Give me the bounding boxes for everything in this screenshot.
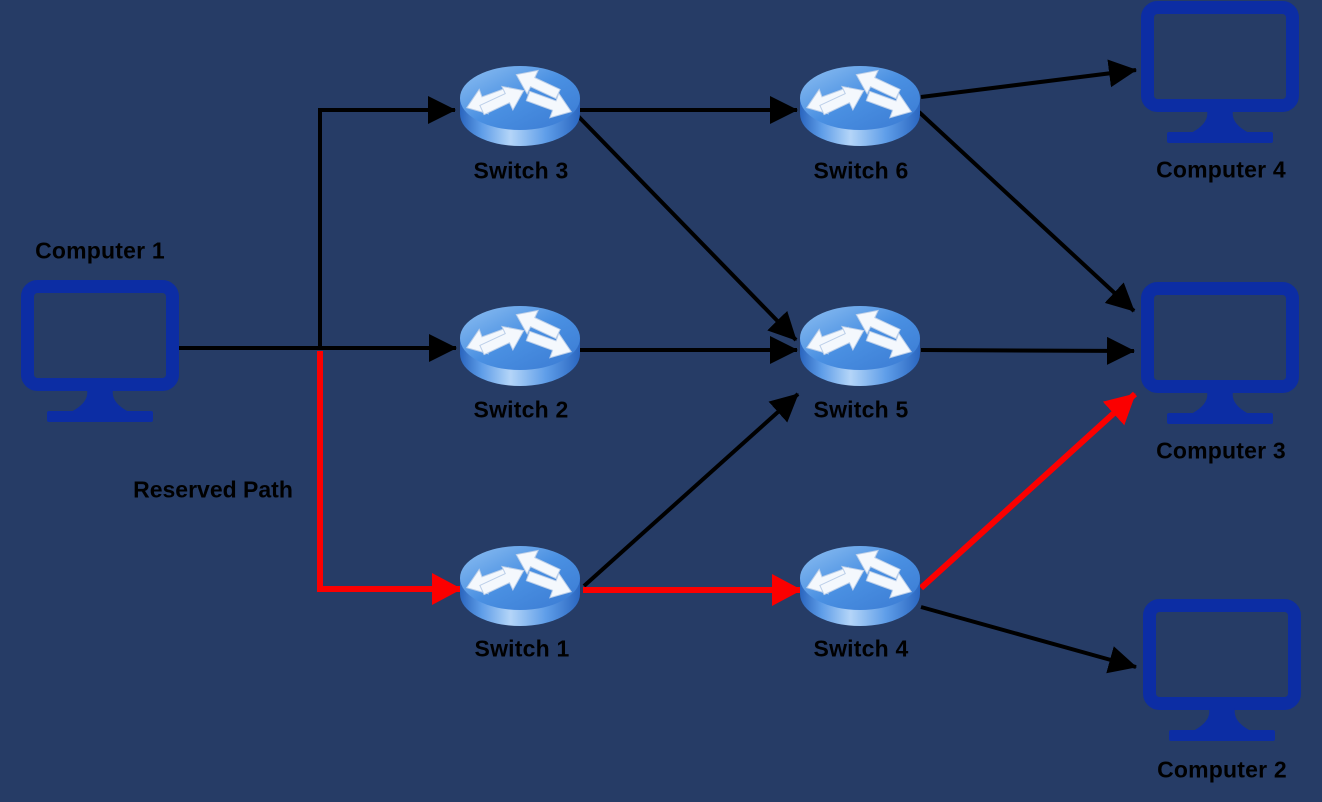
switch-6-label: Switch 6 [813, 157, 909, 184]
switch-2-icon [460, 303, 580, 386]
computer-3-label: Computer 3 [1156, 437, 1286, 464]
edge-switch-5-to-computer-3 [920, 336, 1135, 365]
edge-switch-3-to-switch-5 [575, 113, 798, 342]
computer-4-label: Computer 4 [1156, 156, 1286, 183]
switch-2-label: Switch 2 [473, 396, 569, 423]
computer-1-icon [28, 287, 173, 423]
switch-3-icon [460, 63, 580, 146]
computer-1-label: Computer 1 [35, 237, 165, 264]
switch-4-icon [800, 543, 920, 626]
computer-3-icon [1148, 289, 1293, 425]
switch-6-icon [800, 63, 920, 146]
edge-switch-4-to-computer-2 [920, 605, 1137, 674]
switch-5-icon [800, 303, 920, 386]
reserved-path-label: Reserved Path [133, 476, 293, 503]
edge-switch-4-to-computer-3 [918, 391, 1138, 591]
switch-3-label: Switch 3 [473, 157, 569, 184]
computer-2-icon [1150, 606, 1295, 742]
edge-switch-6-to-computer-3 [917, 110, 1136, 313]
switch-4-label: Switch 4 [813, 635, 909, 662]
computer-2-label: Computer 2 [1157, 756, 1287, 783]
switch-1-label: Switch 1 [474, 635, 570, 662]
edge-switch-1-to-switch-5 [582, 392, 800, 588]
computer-4-icon [1148, 8, 1293, 144]
edge-computer-1-to-switch-1 [317, 351, 462, 605]
switch-5-label: Switch 5 [813, 396, 909, 423]
switch-1-icon [460, 543, 580, 626]
edge-computer-1-to-switch-3 [318, 96, 456, 348]
edge-switch-6-to-computer-4 [920, 59, 1137, 99]
